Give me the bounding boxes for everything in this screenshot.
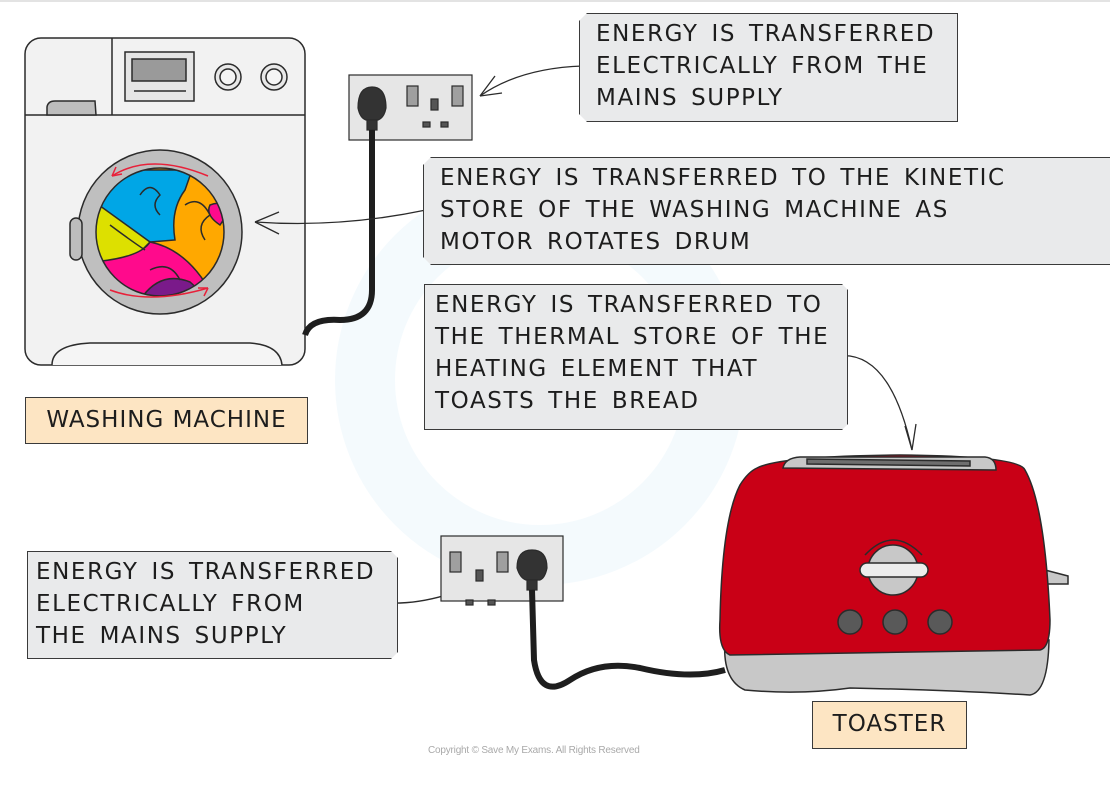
door-handle — [69, 217, 83, 261]
callout-line: HEATING ELEMENT THAT — [435, 356, 759, 382]
callout-line: ENERGY IS TRANSFERRED TO THE KINETIC — [440, 165, 1006, 191]
wall-socket-top — [348, 74, 473, 141]
copyright-notice: Copyright © Save My Exams. All Rights Re… — [428, 745, 640, 756]
callout-line: THE THERMAL STORE OF THE — [435, 324, 830, 350]
toaster-illustration — [718, 454, 1069, 696]
wall-socket-bottom — [440, 535, 564, 606]
callout-mains-supply-top: ENERGY IS TRANSFERRED ELECTRICALLY FROM … — [579, 13, 958, 122]
callout-line: TOASTS THE BREAD — [435, 388, 700, 414]
clothes-in-drum — [96, 168, 224, 296]
label-toaster: TOASTER — [812, 701, 967, 749]
label-washing-machine: WASHING MACHINE — [25, 397, 308, 444]
toaster-slot — [806, 458, 971, 467]
washing-machine-illustration — [24, 37, 306, 366]
callout-line: MAINS SUPPLY — [596, 85, 784, 111]
plug-icon — [516, 549, 548, 581]
detergent-drawer-handle — [46, 100, 97, 116]
callout-line: ELECTRICALLY FROM THE — [596, 53, 929, 79]
callout-line: MOTOR ROTATES DRUM — [440, 229, 752, 255]
plug-icon — [357, 86, 387, 121]
callout-line: ENERGY IS TRANSFERRED — [36, 559, 376, 585]
toaster-button-icon — [882, 609, 908, 635]
callout-line: ENERGY IS TRANSFERRED TO — [435, 292, 823, 318]
toaster-cable — [529, 589, 726, 690]
callout-line: THE MAINS SUPPLY — [36, 623, 288, 649]
toaster-button-icon — [837, 609, 863, 635]
callout-line: ENERGY IS TRANSFERRED — [596, 21, 936, 47]
callout-mains-supply-bottom: ENERGY IS TRANSFERRED ELECTRICALLY FROM … — [27, 551, 398, 659]
arrow-mains-to-socket — [479, 65, 584, 97]
rotation-arrow-icon — [111, 163, 209, 177]
top-border — [0, 0, 1110, 2]
callout-line: STORE OF THE WASHING MACHINE AS — [440, 197, 949, 223]
rotation-arrow-icon — [109, 287, 209, 298]
arrow-kinetic-to-drum — [254, 209, 427, 225]
toaster-button-icon — [927, 609, 953, 635]
callout-thermal-store: ENERGY IS TRANSFERRED TO THE THERMAL STO… — [424, 284, 848, 430]
arrow-thermal-to-toaster — [837, 355, 913, 451]
washing-machine-cable — [302, 130, 375, 337]
callout-kinetic-store: ENERGY IS TRANSFERRED TO THE KINETIC STO… — [423, 157, 1110, 265]
callout-line: ELECTRICALLY FROM — [36, 591, 305, 617]
